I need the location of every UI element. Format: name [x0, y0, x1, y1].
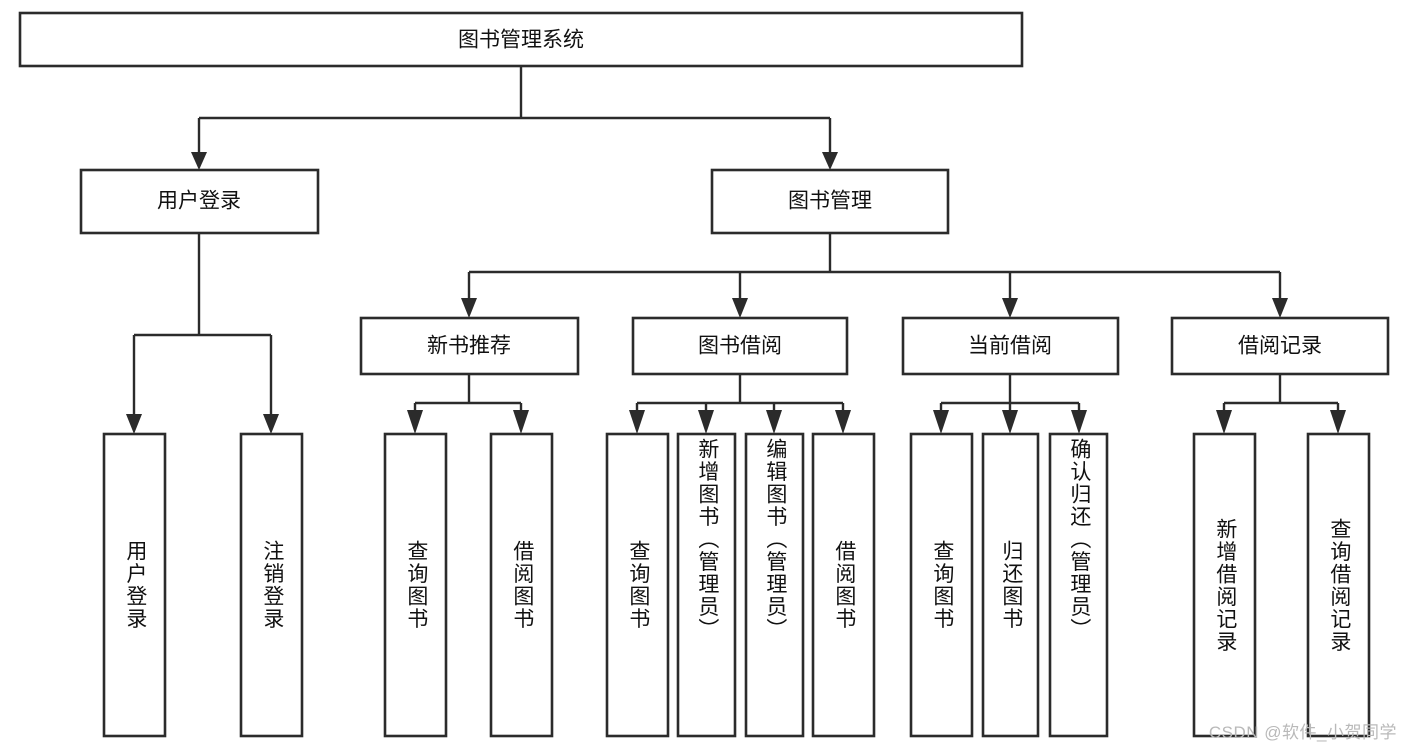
node-book-management[interactable]: 图书管理 [710, 168, 950, 235]
node-book-management-box[interactable] [710, 168, 950, 235]
leaf-box-bb-borrow-book[interactable] [811, 432, 876, 738]
arrow-head-leaf-cb-confirm [1071, 410, 1087, 434]
leaf-box-cb-return-book[interactable] [981, 432, 1040, 738]
node-new-book-recommend[interactable]: 新书推荐 [359, 316, 580, 376]
leaf-box-nb-borrow-book[interactable] [489, 432, 554, 738]
csdn-watermark: CSDN @软件_小贺同学 [1208, 723, 1397, 742]
arrow-head-leaf-nb-borrow [513, 410, 529, 434]
node-borrow-record-label: 借阅记录 [1238, 335, 1322, 358]
arrow-head-user-login [191, 152, 207, 170]
arrow-head-leaf-br-add [1216, 410, 1232, 434]
leaf-box-group [102, 432, 1371, 738]
node-book-borrow-label: 图书借阅 [698, 335, 782, 358]
leaf-box-nb-query-book[interactable] [383, 432, 448, 738]
arrow-head-leaf-bb-edit [766, 410, 782, 434]
node-root[interactable]: 图书管理系统 [18, 11, 1024, 68]
arrow-head-leaf-bb-borrow [835, 410, 851, 434]
arrow-head-leaf-nb-query [407, 410, 423, 434]
leaf-box-br-query-record[interactable] [1306, 432, 1371, 738]
leaf-box-bb-edit-book[interactable] [744, 432, 805, 738]
arrow-head-borrow-record [1272, 298, 1288, 318]
node-root-label: 图书管理系统 [458, 29, 584, 52]
arrow-head-leaf-cb-query [933, 410, 949, 434]
arrow-head-current-borrow [1002, 298, 1018, 318]
node-current-borrow-label: 当前借阅 [968, 335, 1052, 358]
leaf-box-br-add-record[interactable] [1192, 432, 1257, 738]
arrow-head-book-borrow [732, 298, 748, 318]
arrow-head-leaf-bb-add [698, 410, 714, 434]
node-new-book-recommend-box[interactable] [359, 316, 580, 376]
node-book-borrow[interactable]: 图书借阅 [631, 316, 849, 376]
node-borrow-record[interactable]: 借阅记录 [1170, 316, 1390, 376]
leaf-box-user-login[interactable] [102, 432, 167, 738]
arrow-head-leaf-cb-return [1002, 410, 1018, 434]
arrow-head-new-book [461, 298, 477, 318]
node-user-login-label: 用户登录 [157, 190, 241, 213]
node-new-book-recommend-label: 新书推荐 [427, 335, 511, 358]
leaf-box-bb-query-book[interactable] [605, 432, 670, 738]
connector-group-borrow-record-leaves [1216, 374, 1346, 434]
arrow-head-leaf-logout [263, 414, 279, 434]
node-user-login[interactable]: 用户登录 [79, 168, 320, 235]
connector-group-book-borrow-leaves [629, 374, 851, 434]
node-current-borrow-box[interactable] [901, 316, 1120, 376]
arrow-head-leaf-user-login [126, 414, 142, 434]
connector-group-book-mgmt [461, 233, 1288, 318]
node-current-borrow[interactable]: 当前借阅 [901, 316, 1120, 376]
node-book-management-label: 图书管理 [788, 190, 872, 213]
arrow-head-leaf-br-query [1330, 410, 1346, 434]
connector-group-root [191, 66, 838, 170]
connector-group-new-book-leaves [407, 374, 529, 434]
leaf-box-cb-query-book[interactable] [909, 432, 974, 738]
connector-group-user-login-leaves [126, 233, 279, 434]
node-book-borrow-box[interactable] [631, 316, 849, 376]
arrow-head-leaf-bb-query [629, 410, 645, 434]
leaf-box-bb-add-book[interactable] [676, 432, 737, 738]
connector-group-current-borrow-leaves [933, 374, 1087, 434]
leaf-box-logout[interactable] [239, 432, 304, 738]
node-user-login-box[interactable] [79, 168, 320, 235]
node-root-box[interactable] [18, 11, 1024, 68]
leaf-box-cb-confirm-return[interactable] [1048, 432, 1109, 738]
arrow-head-book-mgmt [822, 152, 838, 170]
node-borrow-record-box[interactable] [1170, 316, 1390, 376]
